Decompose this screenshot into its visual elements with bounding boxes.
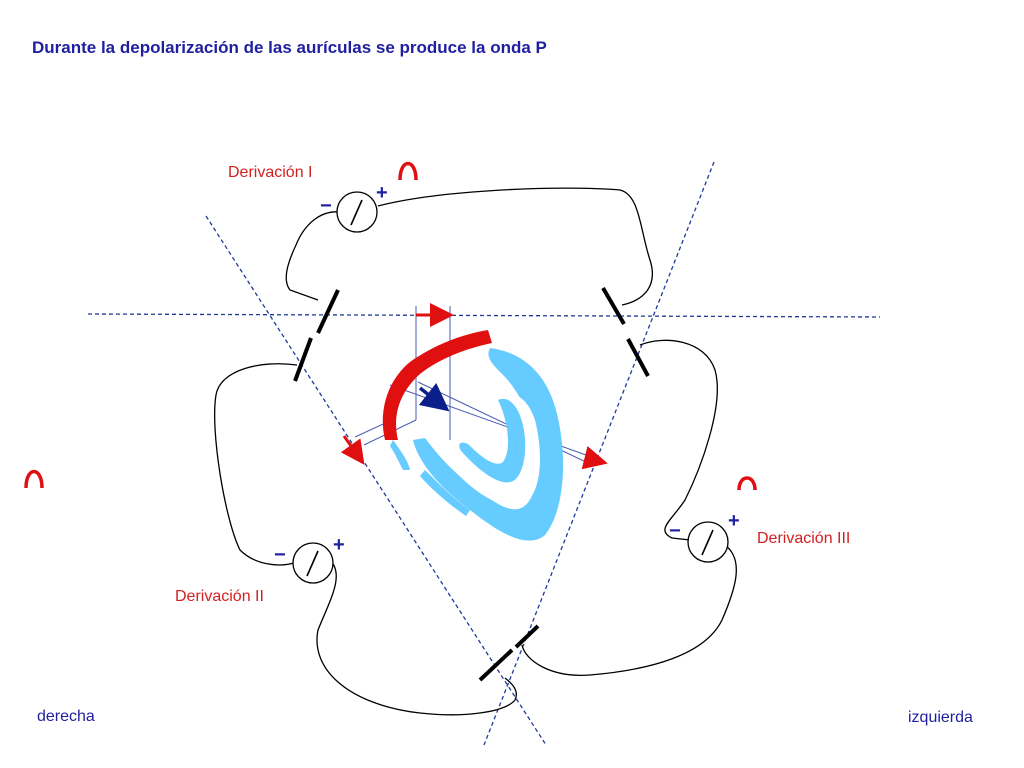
lead1-axis [87, 313, 881, 318]
electrode-icon [293, 286, 650, 682]
page-title: Durante la depolarización de las aurícul… [32, 38, 547, 57]
lead3-label: Derivación III [757, 530, 851, 547]
lead3-plus: + [728, 510, 740, 532]
ventricles [390, 348, 564, 541]
side-left-label: izquierda [908, 709, 973, 726]
wires [213, 187, 737, 716]
lead3-minus: − [669, 520, 681, 542]
atria [382, 330, 492, 440]
lead2-plus: + [333, 534, 345, 556]
p-wave-icon [24, 161, 757, 491]
lead-axes [87, 161, 881, 746]
lead1-label: Derivación I [228, 164, 313, 181]
side-right-label: derecha [37, 708, 95, 725]
lead2-minus: − [274, 544, 286, 566]
lead2-projection-vector [340, 435, 365, 465]
lead1-plus: + [376, 182, 388, 204]
lead2-label: Derivación II [175, 588, 264, 605]
lead3-projection-vector [581, 445, 608, 470]
polarity-signs: − + − + − + [274, 182, 740, 566]
lead1-minus: − [320, 195, 332, 217]
p-wave-mean-vector [418, 382, 450, 412]
